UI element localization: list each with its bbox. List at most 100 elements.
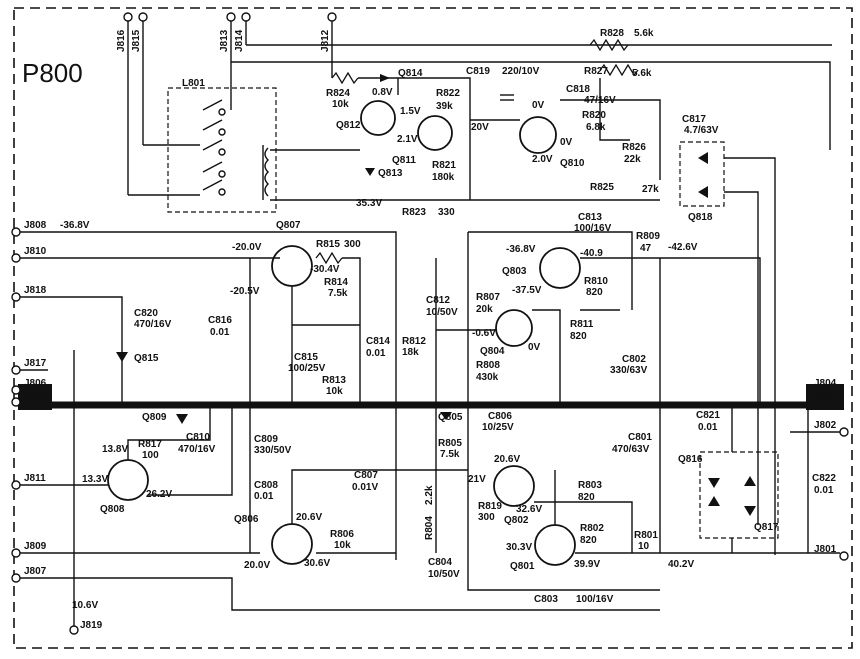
q804-label: Q804 xyxy=(480,346,505,357)
j818-terminal[interactable] xyxy=(11,292,21,302)
q806-label: Q806 xyxy=(234,514,259,525)
r825-id: R825 xyxy=(590,182,614,193)
j819-terminal[interactable] xyxy=(69,625,79,635)
j813-terminal[interactable] xyxy=(226,12,236,22)
c812-id: C812 xyxy=(426,295,450,306)
j814-terminal[interactable] xyxy=(241,12,251,22)
r811-id: R811 xyxy=(570,319,594,330)
c808-value: 0.01 xyxy=(254,491,274,502)
q809-diode-icon xyxy=(176,414,188,424)
j813-label: J813 xyxy=(219,29,230,52)
r809-id: R809 xyxy=(636,231,660,242)
q808-label: Q808 xyxy=(100,504,125,515)
relay-coil-wiring xyxy=(270,149,660,201)
v-q806-c: 20.6V xyxy=(296,512,322,523)
c810-value: 470/16V xyxy=(178,444,216,455)
j811-terminal[interactable] xyxy=(11,480,21,490)
j812-terminal[interactable] xyxy=(327,12,337,22)
c820-id: C820 xyxy=(134,308,158,319)
v-q807-b: -20.5V xyxy=(230,286,260,297)
r827-id: R827 xyxy=(584,66,608,77)
v-q812-e: 1.5V xyxy=(400,106,421,117)
r808-id: R808 xyxy=(476,360,500,371)
j818-label: J818 xyxy=(24,285,47,296)
c807-id: C807 xyxy=(354,470,378,481)
r827-value: 5.6k xyxy=(632,68,652,79)
r817-value: 100 xyxy=(142,450,159,461)
r801-value: 10 xyxy=(638,541,650,552)
r811-value: 820 xyxy=(570,331,587,342)
j806-label: J806 xyxy=(24,378,47,389)
v-13-3: 13.3V xyxy=(82,474,108,485)
v-q807-e: -30.4V xyxy=(310,264,340,275)
j809-label: J809 xyxy=(24,541,47,552)
j812-label: J812 xyxy=(320,29,331,52)
r819-value: 10k xyxy=(334,540,351,551)
r815-id: R815 xyxy=(316,239,340,250)
relay-contacts xyxy=(202,99,269,200)
j802-terminal[interactable] xyxy=(839,427,849,437)
j810-terminal[interactable] xyxy=(11,253,21,263)
j807-label: J807 xyxy=(24,566,47,577)
c803-value: 100/16V xyxy=(576,594,614,605)
v-q803-b: -37.5V xyxy=(512,285,542,296)
j807-terminal[interactable] xyxy=(11,573,21,583)
v-q812-b: 0.8V xyxy=(372,87,393,98)
v-q802-e: 32.6V xyxy=(516,504,542,515)
v-q803-c: -36.8V xyxy=(506,244,536,255)
board-outline xyxy=(13,7,853,649)
c804-value: 10/50V xyxy=(428,569,460,580)
c802-value: 330/63V xyxy=(610,365,648,376)
r824-symbol xyxy=(331,71,359,85)
c813-value: 100/16V xyxy=(574,223,612,234)
c815-value: 100/25V xyxy=(288,363,326,374)
c821-value: 0.01 xyxy=(698,422,718,433)
r821-id: R821 xyxy=(432,160,456,171)
q808-transistor-icon xyxy=(107,459,149,501)
j816-terminal[interactable] xyxy=(123,12,133,22)
r810-value: 820 xyxy=(586,287,603,298)
v-q807-c: -20.0V xyxy=(232,242,262,253)
j809-terminal[interactable] xyxy=(11,548,21,558)
left-wiring xyxy=(20,231,660,626)
q813-diode-icon xyxy=(365,168,375,176)
q805-diode-icon xyxy=(440,412,452,420)
r823-value: 330 xyxy=(438,207,455,218)
q806-wiring xyxy=(249,405,468,554)
c822-value: 0.01 xyxy=(814,485,834,496)
j808-terminal[interactable] xyxy=(11,227,21,237)
q810-wiring xyxy=(470,78,661,180)
r819-id: R806 xyxy=(330,529,354,540)
r803-id: R803 xyxy=(578,480,602,491)
r826-id: R826 xyxy=(622,142,646,153)
r810-id: R810 xyxy=(584,276,608,287)
v-35-3: 35.3V xyxy=(356,198,382,209)
r803-value: 820 xyxy=(578,492,595,503)
c819-value: 220/10V xyxy=(502,66,540,77)
r804-id: R819 xyxy=(478,501,502,512)
r805-value: 2.2k xyxy=(424,485,435,505)
j810-label: J810 xyxy=(24,246,47,257)
r814-value: 7.5k xyxy=(328,288,348,299)
j801-terminal[interactable] xyxy=(839,551,849,561)
j817-terminal[interactable] xyxy=(11,365,21,375)
v-20: 20V xyxy=(471,122,489,133)
q816-wiring xyxy=(731,405,842,553)
r824-value: 10k xyxy=(332,99,349,110)
output-stage-wiring xyxy=(435,405,700,591)
q812-label: Q812 xyxy=(336,120,361,131)
c817-value: 4.7/63V xyxy=(684,125,719,136)
j815-terminal[interactable] xyxy=(138,12,148,22)
c821-id: C821 xyxy=(696,410,720,421)
j805-terminal[interactable] xyxy=(11,397,21,407)
v-q806-b: 20.0V xyxy=(244,560,270,571)
r813-id: R813 xyxy=(322,375,346,386)
v-q810-b: 2.0V xyxy=(532,154,553,165)
c815-id: C815 xyxy=(294,352,318,363)
r827-symbol xyxy=(599,63,639,77)
q818-diode-top-icon xyxy=(698,152,708,164)
r812-value: 20k xyxy=(476,304,493,315)
j806-terminal[interactable] xyxy=(11,385,21,395)
q818-label: Q818 xyxy=(688,212,713,223)
c809-id: C809 xyxy=(254,434,278,445)
